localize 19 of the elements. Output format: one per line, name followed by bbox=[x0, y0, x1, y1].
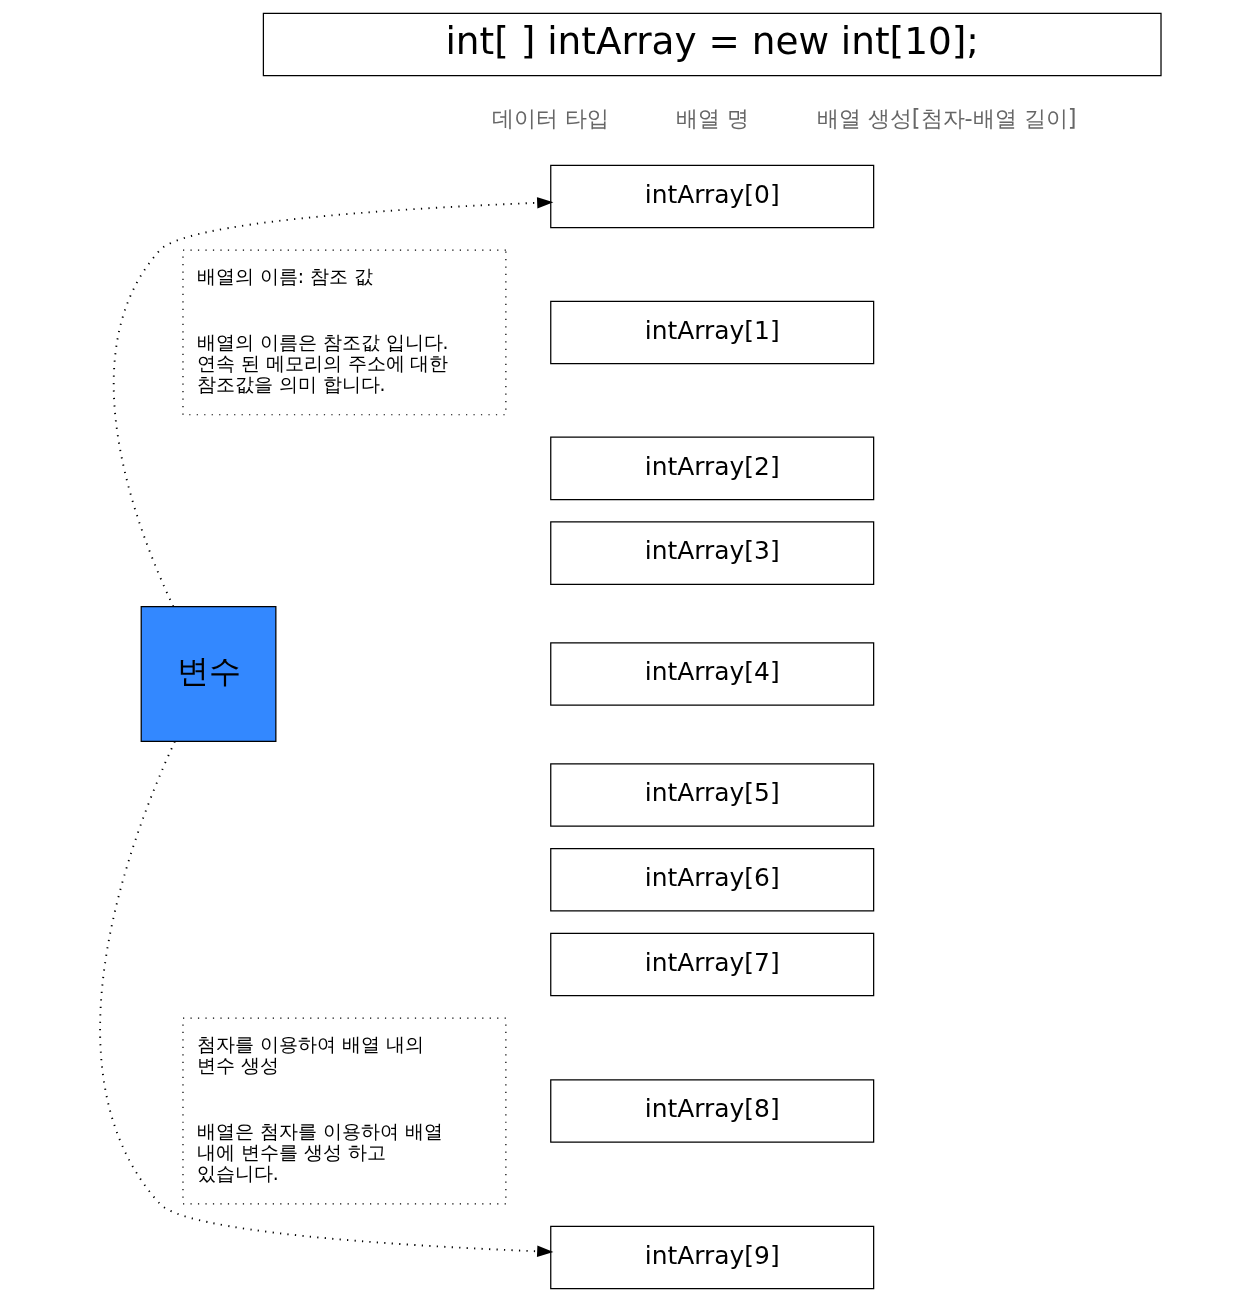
node-box: 배열의 이름: 참조 값 배열의 이름은 참조값 입니다. 연속 된 메모리의 주소에 대한 참조값을 의미 합니다. bbox=[181, 249, 506, 416]
node-box: intArray[3] bbox=[549, 521, 874, 585]
arrow bbox=[99, 740, 553, 1257]
node-box: intArray[0] bbox=[549, 164, 874, 229]
node-box: 첨자를 이용하여 배열 내의 변수 생성 배열은 첨자를 이용하여 배열 내에 변수를 생성 하고 있습니다. bbox=[181, 1017, 506, 1205]
node-box: intArray[7] bbox=[549, 932, 874, 997]
label: 배열 생성[첨자-배열 길이] bbox=[816, 105, 1077, 132]
node-box: intArray[1] bbox=[549, 300, 874, 365]
node-box: intArray[5] bbox=[549, 763, 874, 827]
node-box: intArray[9] bbox=[549, 1225, 874, 1290]
node-box: int[ ] intArray = new int[10]; bbox=[262, 12, 1162, 77]
node-box: intArray[6] bbox=[549, 847, 874, 912]
node-box: 변수 bbox=[140, 606, 276, 742]
node-box: intArray[8] bbox=[549, 1079, 874, 1143]
label: 배열 명 bbox=[675, 105, 749, 132]
arrow bbox=[112, 197, 553, 608]
node-box: intArray[4] bbox=[549, 642, 874, 706]
label: 데이터 타입 bbox=[491, 105, 609, 132]
node-box: intArray[2] bbox=[549, 436, 874, 501]
